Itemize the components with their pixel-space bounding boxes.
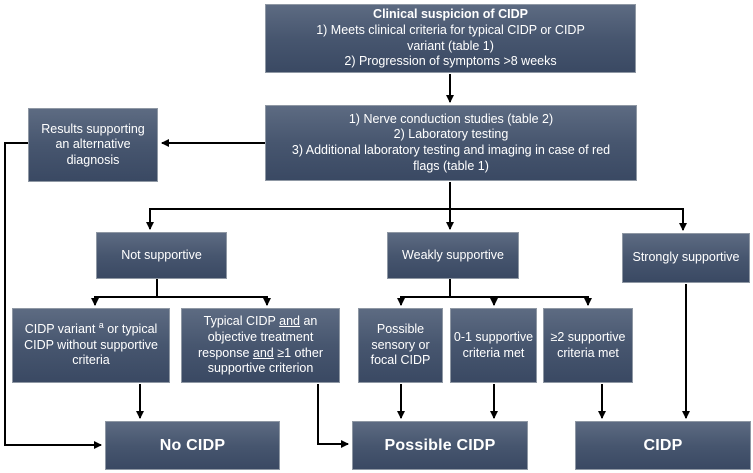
node-workup: 1) Nerve conduction studies (table 2) 2)… bbox=[265, 105, 637, 181]
typical-cidp-text-2: an objective treatment response bbox=[197, 314, 318, 360]
clinical-suspicion-item1: 1) Meets clinical criteria for typical C… bbox=[316, 22, 585, 53]
cidp-label: CIDP bbox=[643, 436, 683, 454]
no-cidp-label: No CIDP bbox=[159, 436, 226, 454]
node-strongly-supportive: Strongly supportive bbox=[622, 233, 750, 283]
node-criteria-2-plus: ≥2 supportive criteria met bbox=[543, 308, 633, 383]
weakly-supportive-label: Weakly supportive bbox=[402, 247, 504, 262]
typical-cidp-text-1: Typical CIDP bbox=[203, 314, 280, 329]
workup-item2: 2) Laboratory testing bbox=[393, 127, 509, 142]
clinical-suspicion-item2: 2) Progression of symptoms >8 weeks bbox=[344, 54, 557, 69]
node-alternative-diagnosis: Results supporting an alternative diagno… bbox=[28, 108, 158, 182]
alternative-diagnosis-label: Results supporting an alternative diagno… bbox=[41, 121, 145, 167]
node-cidp-variant: CIDP variant a or typical CIDP without s… bbox=[12, 308, 170, 383]
node-no-cidp: No CIDP bbox=[105, 421, 280, 470]
not-supportive-label: Not supportive bbox=[121, 247, 202, 262]
typical-cidp-and-1: and bbox=[279, 314, 300, 329]
criteria-0-1-label: 0-1 supportive criteria met bbox=[453, 329, 534, 360]
node-typical-cidp: Typical CIDP and an objective treatment … bbox=[181, 308, 340, 383]
cidp-variant-label: CIDP variant a or typical CIDP without s… bbox=[23, 319, 159, 369]
cidp-variant-superscript-a: a bbox=[98, 319, 104, 330]
criteria-2-plus-label: ≥2 supportive criteria met bbox=[550, 329, 626, 360]
clinical-suspicion-title: Clinical suspicion of CIDP bbox=[373, 7, 528, 22]
typical-cidp-and-2: and bbox=[252, 345, 274, 360]
typical-cidp-text-3: ≥1 other supportive criterion bbox=[207, 345, 323, 376]
workup-item3: 3) Additional laboratory testing and ima… bbox=[291, 143, 611, 173]
typical-cidp-label: Typical CIDP and an objective treatment … bbox=[190, 314, 331, 377]
cidp-variant-text-pre: CIDP variant bbox=[24, 322, 99, 337]
node-criteria-0-1: 0-1 supportive criteria met bbox=[450, 308, 537, 383]
strongly-supportive-label: Strongly supportive bbox=[632, 250, 740, 265]
workup-item1: 1) Nerve conduction studies (table 2) bbox=[348, 111, 554, 126]
connector-alternative-to-no-cidp bbox=[4, 142, 102, 449]
node-cidp: CIDP bbox=[575, 421, 751, 470]
node-possible-cidp: Possible CIDP bbox=[352, 421, 528, 470]
node-not-supportive: Not supportive bbox=[96, 232, 227, 279]
possible-sensory-focal-label: Possible sensory or focal CIDP bbox=[370, 322, 431, 368]
node-possible-sensory-focal: Possible sensory or focal CIDP bbox=[358, 308, 443, 383]
node-clinical-suspicion: Clinical suspicion of CIDP 1) Meets clin… bbox=[265, 4, 636, 73]
connector-typical-to-possible-cidp bbox=[317, 384, 349, 448]
node-weakly-supportive: Weakly supportive bbox=[387, 232, 519, 279]
possible-cidp-label: Possible CIDP bbox=[384, 436, 496, 454]
